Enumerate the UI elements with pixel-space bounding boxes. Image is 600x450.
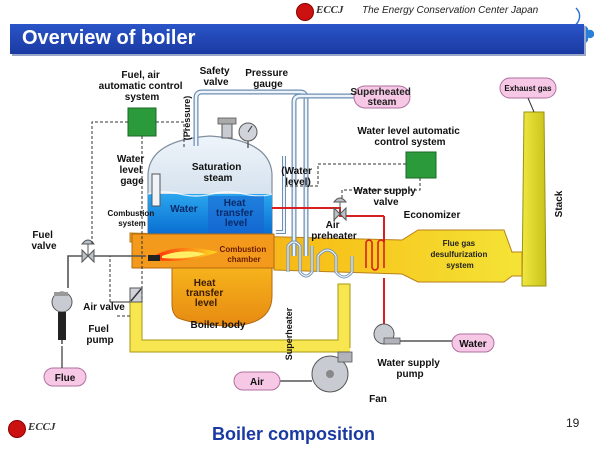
water-supply-valve-icon [332, 197, 348, 222]
eccj-logo-mark-icon [296, 3, 314, 21]
label-water-level: (Water level) [281, 166, 315, 188]
label-superheater: Superheater [284, 307, 294, 360]
boiler-diagram: Fuel, air automatic control system Safet… [31, 66, 565, 405]
label-water-supply-valve: Water supply valve [353, 186, 418, 208]
top-bar: ECCJ The Energy Conservation Center Japa… [0, 0, 600, 24]
water-supply-pump-icon [373, 323, 401, 345]
flue-box [43, 367, 87, 387]
label-air-valve: Air valve [83, 302, 125, 313]
title-bar: Overview of boiler [10, 24, 584, 54]
label-fuel-valve: Fuel valve [31, 230, 56, 252]
label-combustion-chamber: Combustion chamber [220, 245, 269, 264]
label-air-input: Air [250, 377, 264, 388]
label-safety-valve: Safety valve [200, 66, 233, 88]
pressure-gauge-icon [238, 122, 258, 148]
bottom-eccj-logo: ECCJ [8, 418, 88, 440]
eccj-logo: ECCJ [296, 3, 446, 21]
label-pressure-gauge: Pressure gauge [245, 68, 291, 90]
label-water-level-control: Water level automatic control system [357, 126, 462, 148]
bottom-eccj-logo-mark-icon [8, 420, 26, 438]
org-name: The Energy Conservation Center Japan [362, 5, 539, 16]
label-economizer: Economizer [404, 210, 461, 221]
label-combustion-system: Combustion system [108, 209, 157, 228]
page-title: Overview of boiler [22, 27, 196, 49]
caption: Boiler composition [212, 424, 376, 444]
label-exhaust-gas: Exhaust gas [504, 84, 552, 93]
label-stack: Stack [554, 190, 565, 217]
fuel-air-control-box [127, 107, 157, 137]
water-level-gage-icon [151, 173, 161, 207]
bottom-org-abbr: ECCJ [28, 421, 56, 433]
air-input-box [233, 371, 281, 391]
lower-furnace [171, 267, 273, 327]
stack [521, 111, 547, 287]
fuel-valve-icon [80, 239, 96, 264]
label-pressure: (Pressure) [182, 96, 192, 141]
label-flue: Flue [55, 373, 76, 384]
air-duct [129, 283, 351, 353]
label-superheated-steam: Superheated steam [350, 87, 413, 108]
flame-icon [148, 247, 218, 261]
label-flue-gas-system: Flue gas desulfurization system [430, 239, 489, 270]
label-heat-transfer-lower: Heat transfer level [186, 278, 226, 309]
label-boiler-body: Boiler body [190, 320, 245, 331]
label-water: Water [170, 204, 198, 215]
label-water-level-gage: Water level gage [117, 154, 147, 187]
org-abbr: ECCJ [316, 4, 344, 16]
label-water-input: Water [459, 339, 487, 350]
water-input-box [451, 333, 495, 353]
label-fan: Fan [369, 394, 387, 405]
superheated-steam-box [353, 85, 411, 109]
label-water-supply-pump: Water supply pump [377, 358, 442, 380]
boiler-drum [147, 135, 273, 235]
label-heat-transfer-upper: Heat transfer level [216, 198, 256, 229]
air-valve-icon [129, 287, 143, 303]
label-air-preheater: Air preheater [311, 220, 357, 242]
label-fuel-air-control: Fuel, air automatic control system [99, 70, 186, 103]
label-fuel-pump: Fuel pump [86, 324, 113, 346]
fan-icon [311, 351, 353, 393]
fuel-line [67, 255, 146, 288]
economizer-coil [365, 239, 385, 271]
label-saturation-steam: Saturation steam [192, 162, 244, 184]
water-level-control-box [405, 151, 437, 179]
fuel-pump-icon [51, 291, 73, 340]
page-number: 19 [566, 416, 580, 430]
safety-valve-icon [217, 117, 237, 139]
